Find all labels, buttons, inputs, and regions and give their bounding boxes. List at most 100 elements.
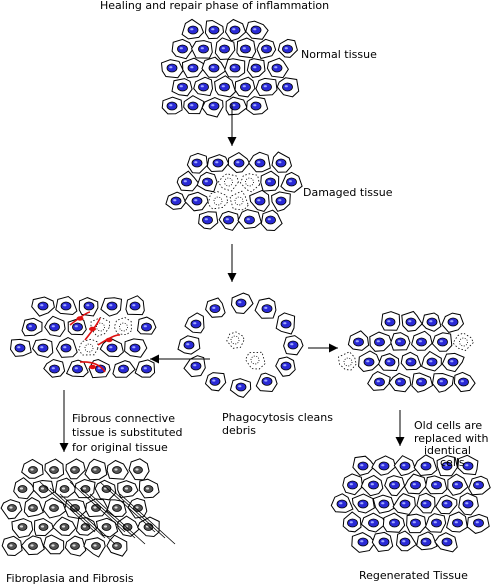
scar-cell — [117, 480, 139, 499]
old-cells-label-line2: replaced with — [414, 432, 489, 445]
tissue-cell — [358, 350, 381, 373]
tissue-cell — [171, 78, 193, 97]
tissue-cell — [413, 454, 438, 477]
scar-cell — [64, 499, 87, 519]
diagram-title: Healing and repair phase of inflammation — [100, 0, 330, 12]
scar-cell — [43, 534, 65, 555]
scar-cell — [33, 517, 54, 537]
tissue-cell — [186, 152, 208, 174]
tissue-cell — [441, 352, 465, 373]
scar-cell — [128, 458, 150, 481]
tissue-cell — [342, 511, 362, 533]
tissue-cell — [160, 59, 184, 79]
tissue-cell — [99, 337, 124, 358]
tissue-cell — [401, 310, 423, 332]
scar-cell — [1, 535, 23, 557]
scar-cell — [42, 497, 67, 519]
tissue-cell — [342, 473, 364, 496]
tissue-cell — [67, 317, 87, 336]
tissue-cell — [78, 297, 99, 317]
tissue-cell — [404, 473, 427, 495]
tissue-cell — [436, 455, 458, 477]
scar-cell — [0, 499, 23, 520]
tissue-cell — [136, 316, 157, 335]
scar-cell — [52, 516, 77, 537]
tissue-cell — [431, 372, 455, 393]
tissue-cell — [31, 296, 55, 317]
tissue-cell — [446, 511, 468, 533]
tissue-cell — [248, 151, 271, 173]
scar-cell — [44, 458, 65, 479]
tissue-cell — [406, 513, 427, 534]
debris-cell — [207, 191, 229, 210]
tissue-cell — [371, 455, 397, 476]
tissue-cell — [201, 96, 224, 118]
tissue-cell — [165, 191, 187, 210]
scar-cell — [11, 518, 34, 539]
tissue-cell — [177, 335, 201, 355]
debris-cell — [217, 173, 239, 192]
debris-cell — [229, 190, 249, 211]
tissue-cell — [171, 38, 194, 60]
scar-cell — [127, 497, 148, 519]
tissue-cell — [453, 371, 476, 393]
tissue-cell — [351, 493, 375, 514]
normal-tissue-label: Normal tissue — [301, 48, 377, 61]
old-cells-label-line3: identical — [424, 444, 471, 457]
damaged-tissue-label: Damaged tissue — [303, 186, 393, 199]
tissue-cell — [260, 170, 280, 192]
tissue-cell — [330, 493, 354, 513]
tissue-cell — [214, 75, 237, 98]
tissue-cell — [249, 189, 270, 212]
scar-cell — [106, 499, 127, 518]
tissue-cell — [468, 475, 491, 496]
tissue-cell — [400, 351, 422, 371]
fibrosis-cluster — [0, 458, 160, 558]
tissue-cell — [161, 96, 183, 115]
tissue-cell — [411, 372, 434, 393]
scar-cell — [85, 498, 109, 518]
tissue-cell — [371, 531, 394, 553]
tissue-cell — [255, 372, 278, 393]
tissue-cell — [224, 18, 247, 42]
tissue-cell — [384, 475, 406, 497]
tissue-cell — [184, 312, 205, 334]
tissue-cell — [275, 356, 296, 377]
tissue-cell — [447, 473, 469, 496]
scar-cell — [75, 517, 98, 536]
scar-cell — [95, 517, 119, 538]
arrow-to-regenerated — [395, 410, 405, 446]
tissue-cell — [234, 76, 256, 98]
fibrous-label-line1: Fibrous connective — [72, 412, 175, 425]
tissue-cell — [360, 512, 387, 533]
tissue-cell — [230, 292, 254, 315]
arrow-to-fibroblast — [150, 354, 210, 364]
tissue-cell — [198, 211, 219, 230]
tissue-cell — [421, 312, 442, 332]
scar-cell — [117, 515, 140, 537]
tissue-cell — [256, 38, 277, 60]
tissue-cell — [100, 297, 123, 317]
scar-cell — [23, 497, 44, 518]
arrow-to-fibrosis — [59, 390, 69, 452]
tissue-cell — [65, 359, 89, 378]
tissue-cell — [201, 56, 227, 78]
tissue-cell — [218, 210, 240, 231]
tissue-cell — [378, 353, 400, 372]
tissue-cell — [435, 494, 458, 515]
phagocytosis-cluster — [177, 292, 304, 398]
tissue-cell — [271, 191, 291, 212]
tissue-cell — [277, 38, 298, 58]
scar-cell — [65, 458, 86, 480]
debris-cell — [240, 173, 261, 193]
scar-cell — [32, 479, 55, 499]
scar-cell — [106, 534, 128, 557]
debris-cell — [337, 351, 357, 371]
tissue-cell — [205, 297, 226, 318]
tissue-cell — [360, 474, 384, 497]
tissue-cell — [395, 530, 417, 552]
tissue-cell — [134, 359, 156, 378]
tissue-cell — [224, 58, 246, 78]
